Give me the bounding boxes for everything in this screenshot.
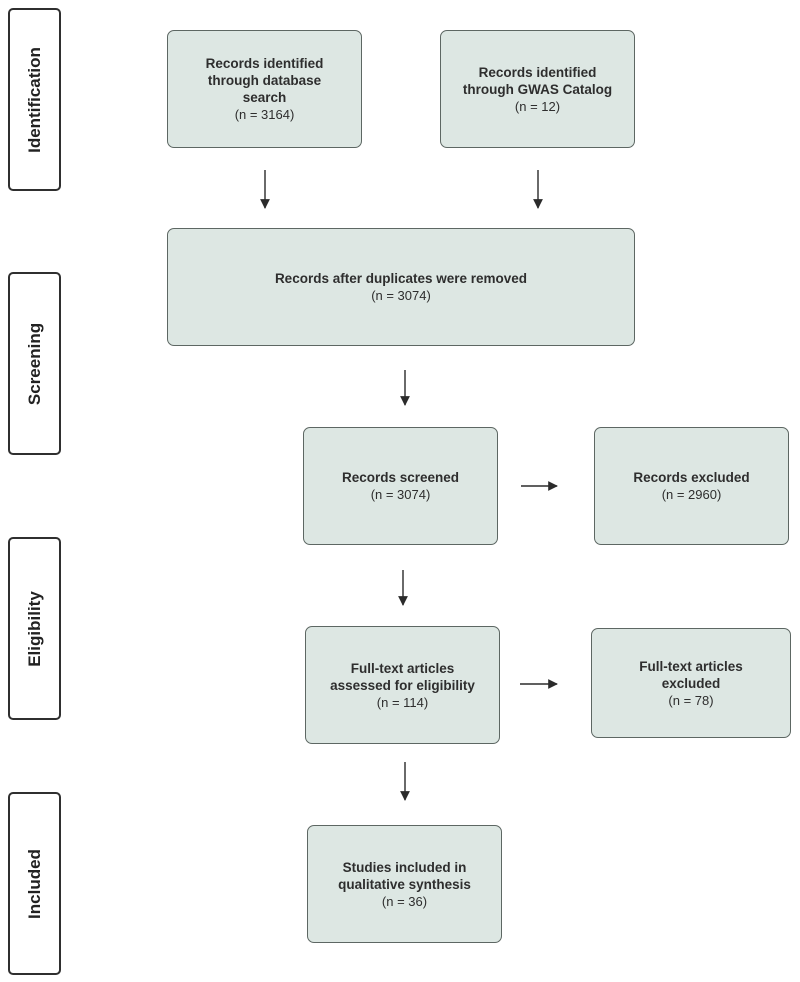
box-database-search: Records identified through database sear…: [167, 30, 362, 148]
box-count: (n = 2960): [661, 487, 722, 502]
box-count: (n = 78): [668, 692, 714, 708]
box-studies-included: Studies included in qualitative synthesi…: [307, 825, 502, 943]
box-count: (n = 3074): [370, 487, 431, 502]
box-count: (n = 114): [376, 694, 429, 710]
stage-screening: Screening: [8, 272, 61, 455]
box-title: Records after duplicates were removed: [274, 271, 528, 286]
box-title: Full-text articles assessed for eligibil…: [330, 660, 475, 693]
box-title: Studies included in qualitative synthesi…: [338, 859, 471, 892]
box-gwas-catalog: Records identified through GWAS Catalog …: [440, 30, 635, 148]
box-count: (n = 12): [514, 98, 561, 114]
stage-identification: Identification: [8, 8, 61, 191]
box-title: Records identified through database sear…: [205, 56, 324, 105]
box-fulltext-excluded: Full-text articles excluded (n = 78): [591, 628, 791, 738]
box-title: Records screened: [341, 470, 460, 485]
box-count: (n = 3164): [234, 107, 295, 122]
box-duplicates-removed: Records after duplicates were removed (n…: [167, 228, 635, 346]
box-count: (n = 3074): [371, 288, 431, 303]
box-fulltext-assessed: Full-text articles assessed for eligibil…: [305, 626, 500, 744]
stage-eligibility: Eligibility: [8, 537, 61, 720]
stage-included: Included: [8, 792, 61, 975]
box-records-screened: Records screened (n = 3074): [303, 427, 498, 545]
box-title: Full-text articles excluded: [639, 658, 743, 691]
box-count: (n = 36): [381, 893, 428, 909]
box-title: Records excluded: [633, 470, 750, 485]
box-title: Records identified through GWAS Catalog: [462, 64, 613, 97]
box-records-excluded: Records excluded (n = 2960): [594, 427, 789, 545]
